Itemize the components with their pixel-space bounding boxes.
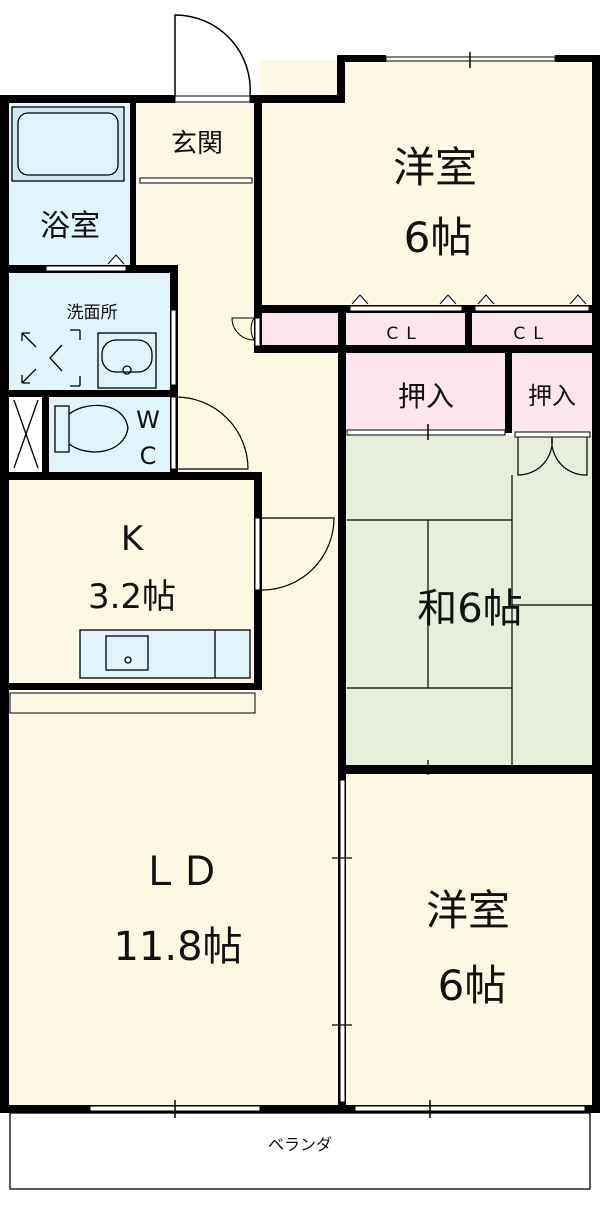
cl-doors-1: [349, 305, 463, 312]
washing-machine-space-icon: [21, 329, 81, 387]
bath-door: [45, 265, 127, 272]
wall: [250, 95, 345, 103]
storage-x-box: [8, 395, 46, 473]
fixtures: [9, 106, 592, 1190]
front-door-opening: [174, 95, 251, 103]
wc-label-w: W: [136, 406, 160, 434]
kitchen-partition: [9, 692, 256, 714]
kitchen-door: [254, 517, 261, 591]
tatami-lines: [347, 475, 592, 775]
room-size-western-south: 6帖: [438, 961, 507, 1010]
room-name-western-north: 洋室: [393, 143, 477, 192]
room-name-balcony: ベランダ: [268, 1135, 332, 1154]
wall: [0, 683, 262, 690]
washbasin-bowl: [101, 339, 153, 373]
washroom-floor: [8, 270, 173, 392]
wall: [0, 95, 9, 1112]
japanese-room-floor: [345, 435, 595, 770]
oshiire-2-floor: [512, 350, 595, 432]
kitchen-sink: [105, 635, 149, 671]
wall: [130, 103, 136, 268]
closet-door-swing: [231, 317, 255, 341]
room-size-ld: 11.8帖: [113, 924, 242, 970]
washbasin-drain: [122, 365, 132, 375]
room-name-kitchen: K: [121, 519, 145, 559]
wall: [0, 390, 178, 397]
room-size-kitchen: 3.2帖: [88, 577, 176, 617]
wall: [0, 1105, 600, 1113]
window-south-west: [354, 1105, 586, 1112]
front-door-swing: [174, 14, 251, 97]
room-name-oshiire-1: 押入: [398, 380, 454, 413]
room-name-washroom: 洗面所: [67, 303, 118, 323]
openings: [9, 14, 591, 1118]
washbasin: [97, 332, 157, 389]
closet-door: [254, 317, 261, 347]
room-size-western-north: 6帖: [404, 213, 473, 262]
toilet-icon: [54, 404, 129, 453]
washroom-door: [170, 309, 177, 386]
wc-door-swing: [175, 396, 249, 470]
wall: [42, 397, 49, 473]
room-name-western-south: 洋室: [426, 886, 510, 935]
wall: [254, 103, 262, 353]
room-name-japanese: 和6帖: [417, 586, 522, 632]
wall: [465, 313, 472, 345]
closet-strip-floor: [260, 312, 595, 348]
wc-door: [170, 396, 177, 470]
cl-doors-2: [474, 305, 590, 312]
wall: [337, 55, 386, 62]
ld-floor: [8, 690, 343, 1108]
wall: [0, 95, 175, 103]
room-name-bath: 浴室: [40, 209, 100, 244]
wall: [337, 55, 345, 103]
kitchen-door-swing: [261, 517, 335, 591]
room-name-closet-1: CL: [386, 324, 423, 344]
oshiire-2-door: [514, 431, 591, 438]
oshiire-sliding-door: [346, 429, 506, 436]
room-name-ld: ＬＤ: [140, 849, 220, 895]
wall: [505, 353, 512, 433]
wc-label-c: C: [140, 442, 157, 470]
storage-x-icon: [13, 399, 39, 469]
wall: [338, 313, 346, 345]
wall: [338, 345, 346, 1110]
oshiire-1-floor: [345, 350, 510, 432]
entrance-step: [139, 177, 253, 184]
cl-door-arrows: [107, 254, 587, 305]
room-name-closet-2: CL: [513, 324, 550, 344]
ld-sliding-door: [339, 779, 346, 1103]
room-name-oshiire-2: 押入: [528, 382, 576, 410]
labels: 洋室 6帖 玄関 浴室 洗面所 W C K 3.2帖 CL CL 押入 押入 和…: [40, 129, 576, 1154]
sink-drain: [124, 656, 132, 664]
entrance-floor: [135, 103, 257, 180]
wall: [254, 345, 600, 353]
wall: [592, 55, 600, 1112]
bathtub-inner: [17, 112, 119, 176]
room-name-entrance: 玄関: [171, 129, 223, 159]
wall: [555, 55, 600, 62]
oshiire-2-door-swing: [517, 436, 588, 476]
wall: [338, 765, 600, 774]
balcony-outline: [9, 1112, 591, 1190]
wall: [0, 472, 262, 480]
western-room-south-floor: [345, 772, 595, 1108]
